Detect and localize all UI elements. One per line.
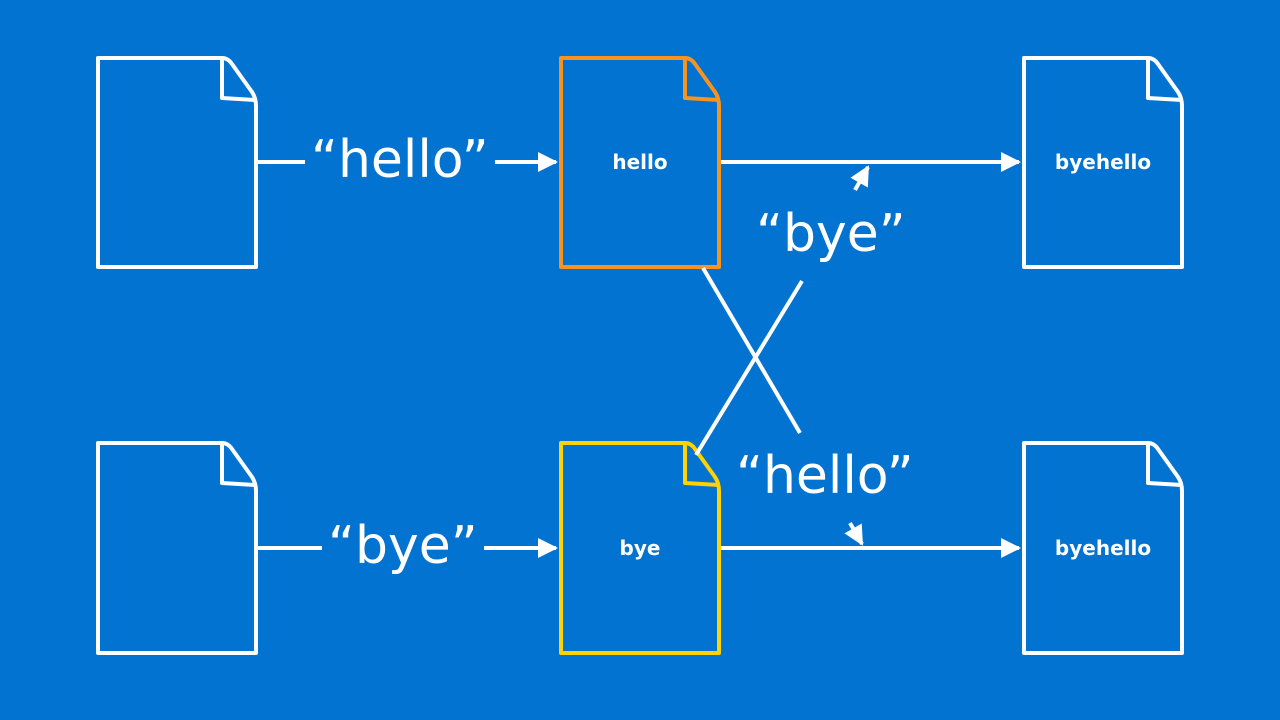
source-doc-top-icon (96, 56, 258, 269)
replica-doc-top-icon (559, 56, 721, 269)
op-label-hello: “hello” (305, 134, 495, 186)
merge-arrow-bottom (844, 522, 864, 546)
cross-label-bye: “bye” (750, 208, 912, 260)
cross-edge-bottom-to-top (694, 279, 804, 457)
cross-label-hello: “hello” (730, 450, 920, 502)
merge-arrow-top (850, 165, 870, 191)
result-doc-bottom-text: byehello (1054, 536, 1152, 560)
cross-edge-top-to-bottom (701, 266, 802, 435)
replica-doc-top-text: hello (612, 150, 668, 174)
source-doc-bottom-icon (96, 441, 258, 655)
replica-doc-bottom-icon (559, 441, 721, 655)
replica-doc-bottom-text: bye (619, 536, 661, 560)
result-doc-top-text: byehello (1054, 150, 1152, 174)
op-label-bye: “bye” (322, 520, 484, 572)
result-doc-bottom-icon (1022, 441, 1184, 655)
result-doc-top-icon (1022, 56, 1184, 269)
